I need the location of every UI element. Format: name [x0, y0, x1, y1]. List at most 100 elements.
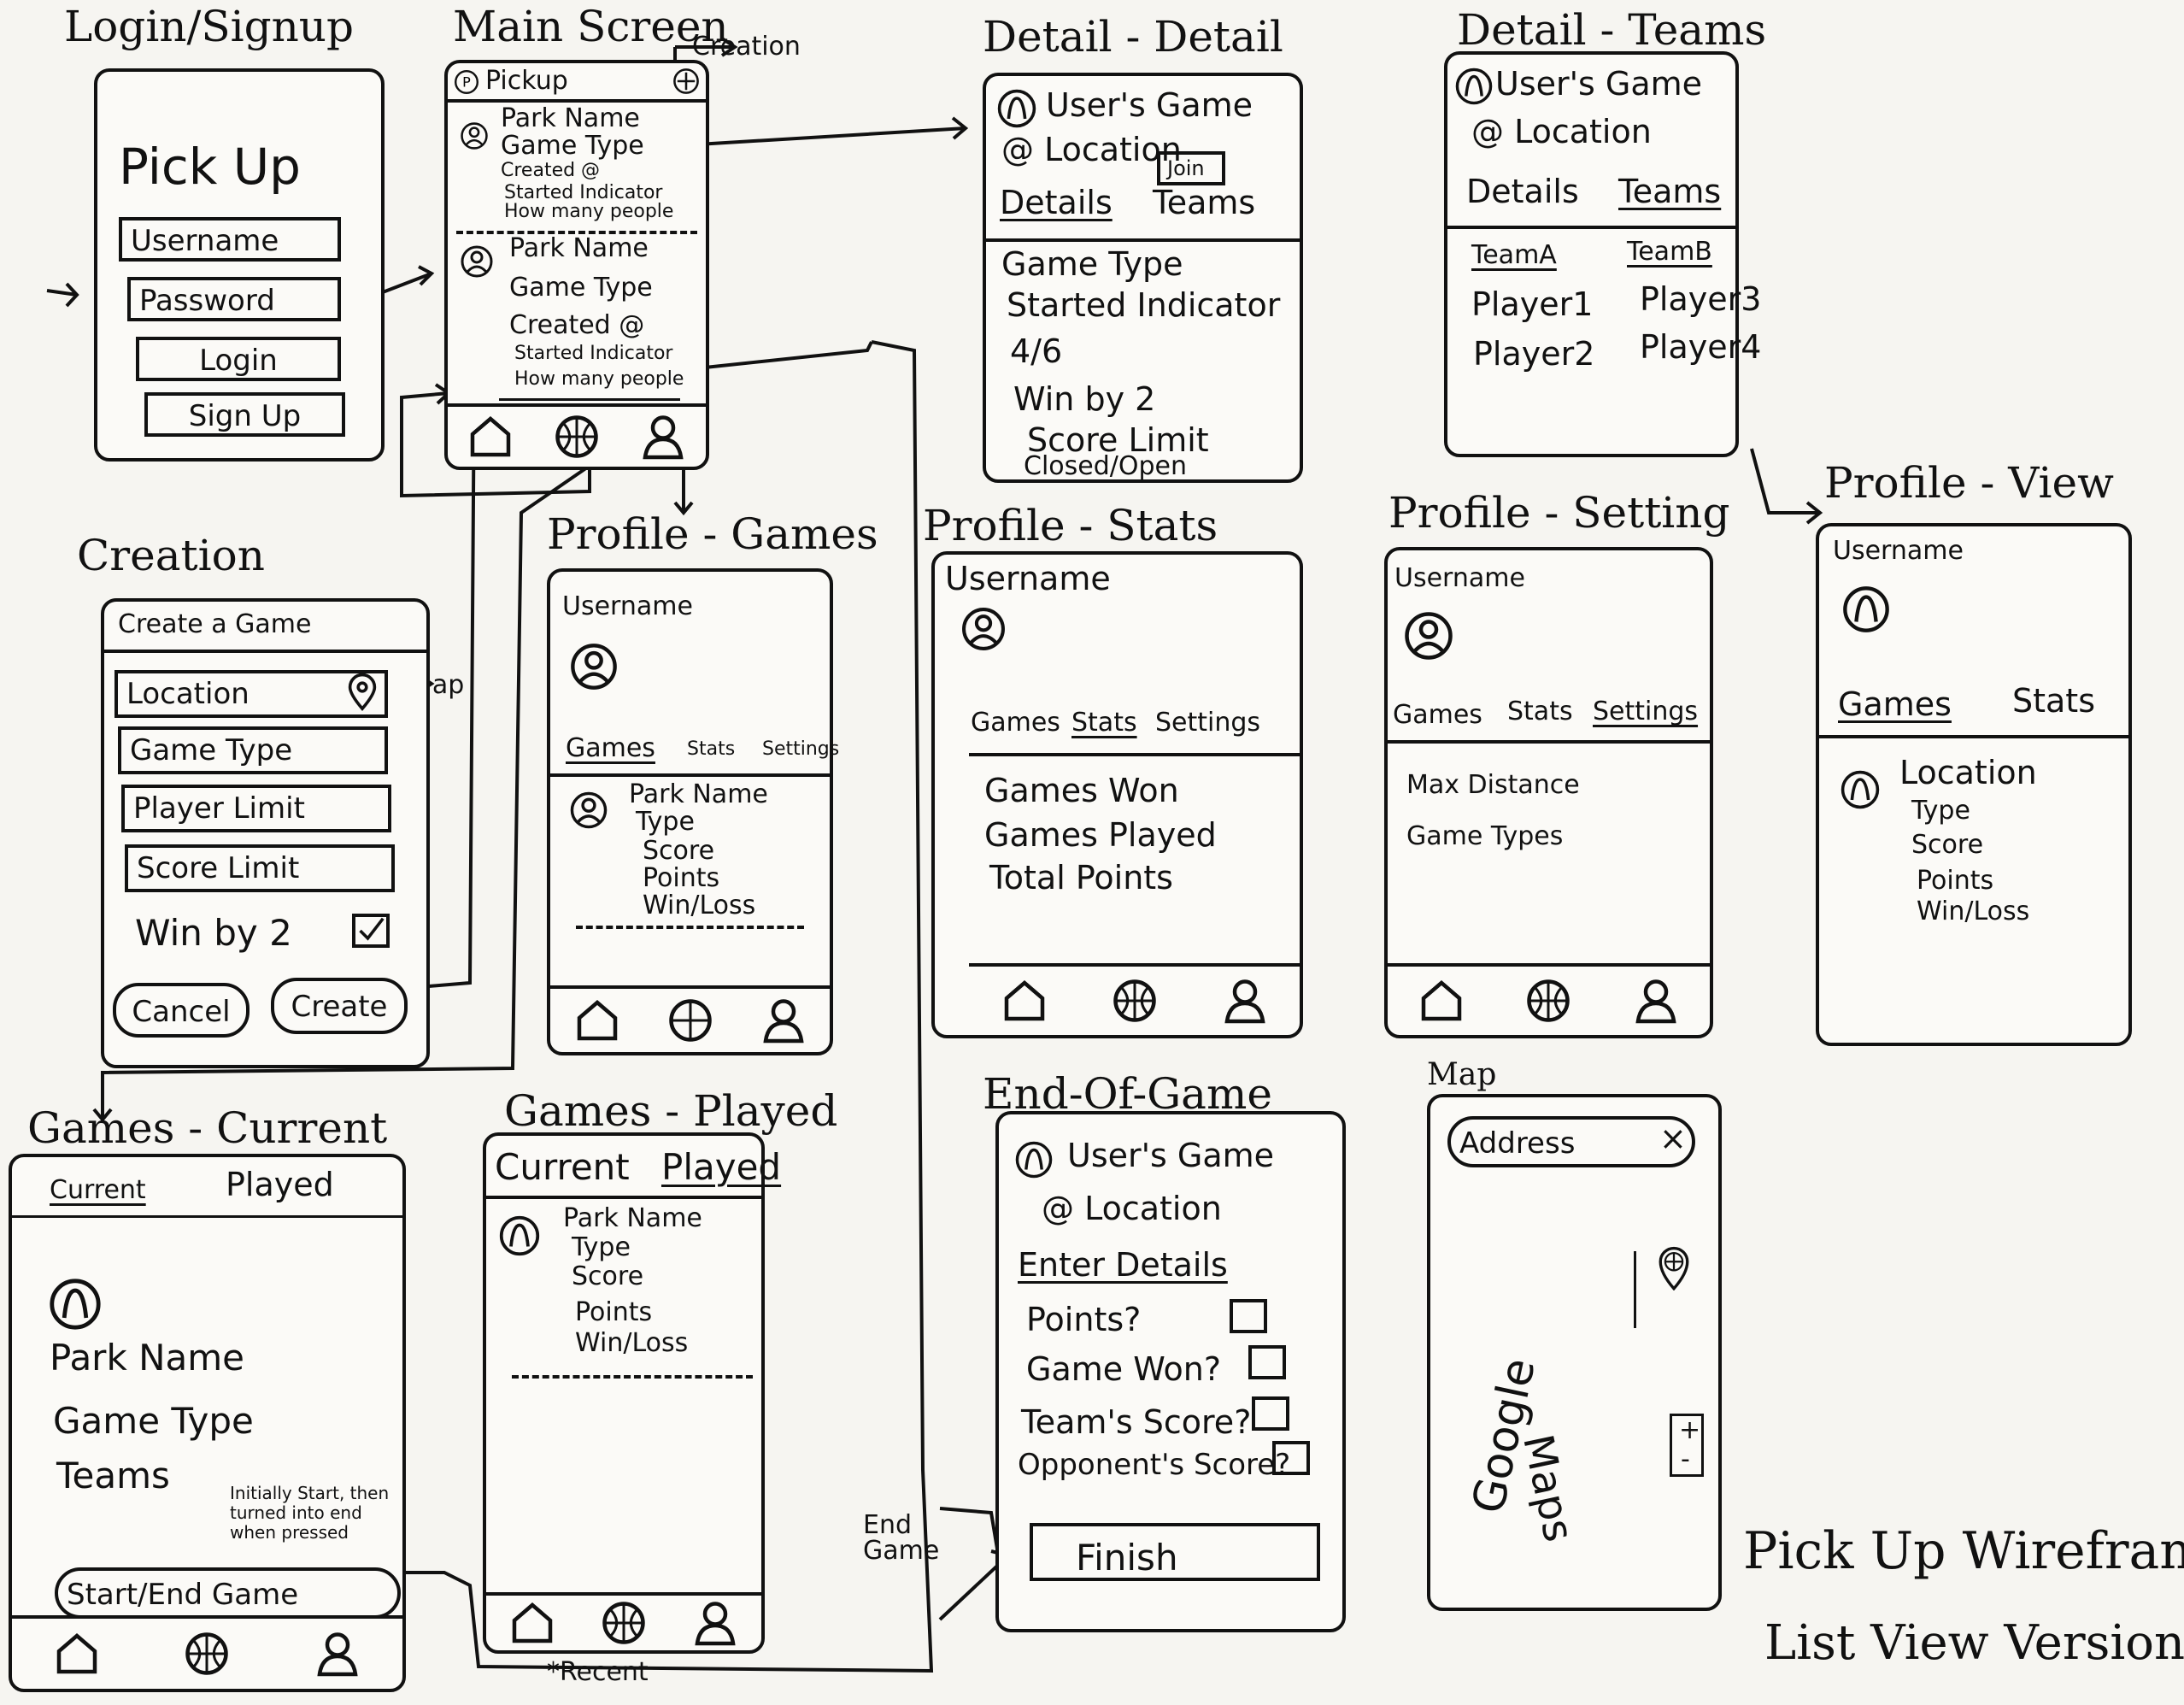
view-score: Score — [1911, 830, 1984, 860]
username-field[interactable]: Username — [119, 217, 341, 262]
basketball-icon[interactable] — [596, 1596, 651, 1650]
map-pin-icon[interactable] — [342, 672, 383, 713]
game-type: Game Type — [501, 131, 644, 161]
basketball-icon[interactable] — [663, 993, 718, 1048]
people-count: How many people — [504, 201, 674, 222]
home-icon[interactable] — [997, 973, 1052, 1028]
detail-line: Closed/Open — [1024, 451, 1188, 481]
tab-settings[interactable]: Settings — [1593, 697, 1699, 726]
location-field[interactable]: Location — [114, 670, 388, 718]
profile-icon[interactable] — [1629, 973, 1683, 1028]
home-icon[interactable] — [505, 1596, 560, 1650]
profile-setting-title: Profile - Setting — [1388, 488, 1730, 538]
home-icon[interactable] — [463, 409, 518, 464]
tab-settings[interactable]: Settings — [1155, 708, 1261, 738]
tab-games[interactable]: Games — [971, 708, 1060, 738]
clear-address-icon[interactable]: × — [1659, 1120, 1687, 1157]
home-icon[interactable] — [1414, 973, 1469, 1028]
create-button[interactable]: Create — [271, 978, 408, 1034]
game-location: @ Location — [1042, 1190, 1222, 1227]
game-points: Points — [643, 863, 720, 893]
zoom-out-button[interactable]: - — [1681, 1444, 1690, 1474]
view-location: Location — [1899, 754, 2037, 791]
basketball-icon[interactable] — [179, 1626, 234, 1681]
basketball-icon[interactable] — [549, 409, 604, 464]
opponent-score-checkbox[interactable] — [1272, 1441, 1310, 1475]
played-park: Park Name — [563, 1203, 702, 1233]
tab-stats[interactable]: Stats — [1071, 708, 1137, 738]
tab-current[interactable]: Current — [495, 1146, 630, 1188]
signup-button[interactable]: Sign Up — [144, 392, 345, 437]
profile-icon[interactable] — [756, 993, 811, 1048]
tab-teams[interactable]: Teams — [1153, 184, 1256, 221]
game-type-field[interactable]: Game Type — [118, 726, 388, 774]
basketball-icon[interactable] — [1107, 973, 1162, 1028]
tab-games[interactable]: Games — [1393, 700, 1482, 730]
wireframe-title: Pick Up Wireframe — [1743, 1521, 2184, 1581]
user-avatar-icon — [996, 88, 1037, 129]
profile-icon[interactable] — [310, 1626, 365, 1681]
tab-played[interactable]: Played — [226, 1166, 334, 1203]
profile-stats-title: Profile - Stats — [923, 501, 1218, 550]
player-name: Player1 — [1471, 285, 1594, 323]
recent-label: *Recent — [547, 1657, 649, 1687]
main-phone-frame: P Pickup Park Name Game Type Created @ S… — [444, 60, 709, 470]
tab-played[interactable]: Played — [661, 1146, 782, 1188]
basketball-icon[interactable] — [1521, 973, 1576, 1028]
teams-phone-frame: User's Game @ Location Details Teams Tea… — [1444, 51, 1761, 457]
profile-icon[interactable] — [636, 409, 690, 464]
user-avatar-icon — [48, 1277, 103, 1332]
profile-icon[interactable] — [688, 1596, 743, 1650]
user-avatar-icon — [569, 791, 608, 830]
home-icon[interactable] — [50, 1626, 104, 1681]
add-game-icon[interactable] — [672, 67, 701, 96]
maps-watermark: Maps — [1513, 1430, 1583, 1546]
game-location: @ Location — [1471, 113, 1652, 150]
tab-games[interactable]: Games — [1838, 685, 1952, 723]
tab-settings[interactable]: Settings — [762, 738, 840, 760]
home-icon[interactable] — [570, 993, 625, 1048]
played-result: Win/Loss — [575, 1328, 689, 1358]
pickup-logo-icon: P — [453, 68, 480, 96]
team-score-checkbox[interactable] — [1252, 1396, 1289, 1431]
user-avatar-icon — [498, 1214, 541, 1257]
login-button[interactable]: Login — [136, 337, 341, 381]
opponent-score-label: Opponent's Score? — [1018, 1448, 1291, 1482]
win-by-2-checkbox[interactable] — [352, 914, 390, 948]
points-checkbox[interactable] — [1230, 1299, 1267, 1333]
map-marker-icon[interactable] — [1654, 1244, 1694, 1291]
detail-line: Win by 2 — [1013, 380, 1156, 418]
password-field[interactable]: Password — [127, 277, 341, 321]
tab-teams[interactable]: Teams — [1618, 173, 1722, 210]
tab-current[interactable]: Current — [50, 1175, 146, 1205]
start-end-game-button[interactable]: Start/End Game — [55, 1567, 401, 1619]
cancel-button[interactable]: Cancel — [113, 983, 250, 1038]
score-limit-field[interactable]: Score Limit — [125, 844, 395, 892]
tab-details[interactable]: Details — [1466, 173, 1579, 210]
join-button[interactable]: Join — [1157, 151, 1225, 185]
detail-line: Score Limit — [1027, 421, 1209, 459]
game-park: Park Name — [629, 779, 768, 809]
game-won-checkbox[interactable] — [1248, 1345, 1286, 1379]
setting-line: Max Distance — [1406, 770, 1580, 800]
profile-icon[interactable] — [1218, 973, 1272, 1028]
tab-bar — [1388, 963, 1710, 1035]
detail-line: Game Type — [1001, 245, 1183, 283]
tab-stats[interactable]: Stats — [687, 738, 736, 760]
view-points: Points — [1917, 866, 1994, 896]
address-search-field[interactable]: Address — [1447, 1116, 1695, 1167]
tab-details[interactable]: Details — [1000, 184, 1113, 221]
end-of-game-phone-frame: User's Game @ Location Enter Details Poi… — [995, 1111, 1346, 1632]
user-avatar-icon — [1454, 67, 1494, 106]
tab-stats[interactable]: Stats — [2012, 682, 2096, 720]
player-limit-field[interactable]: Player Limit — [121, 785, 391, 832]
game-location: @ Location — [1001, 131, 1182, 168]
tab-stats[interactable]: Stats — [1507, 697, 1573, 726]
zoom-in-button[interactable]: + — [1679, 1415, 1701, 1445]
played-points: Points — [575, 1297, 653, 1327]
creation-phone-frame: Create a Game Location Game Type Player … — [101, 598, 430, 1068]
tab-games[interactable]: Games — [566, 733, 655, 763]
finish-button[interactable]: Finish — [1030, 1523, 1320, 1581]
detail-detail-title: Detail - Detail — [983, 12, 1283, 62]
current-type: Game Type — [53, 1400, 254, 1442]
